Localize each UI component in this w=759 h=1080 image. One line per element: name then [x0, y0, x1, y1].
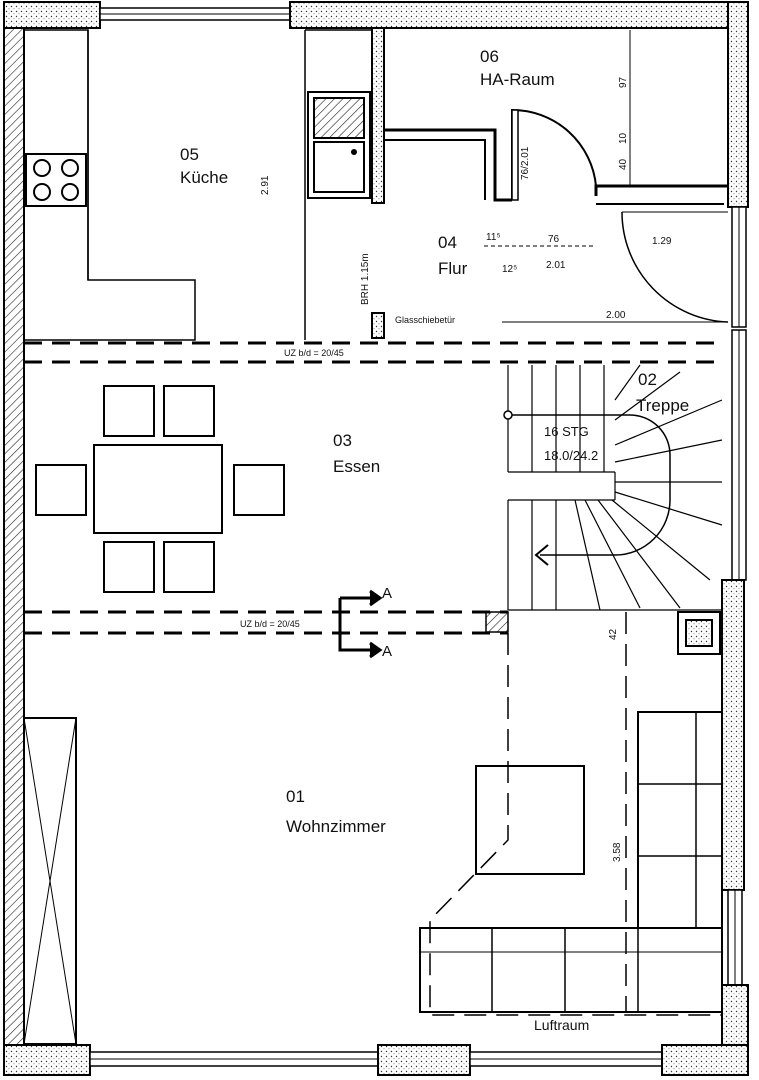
interior-walls — [371, 27, 729, 339]
stove-icon — [25, 153, 87, 207]
stair-ratio-label: 18.0/24.2 — [544, 448, 598, 463]
dim-ha-97: 97 — [618, 76, 629, 88]
dim-kitchen-height: 2.91 — [260, 175, 271, 195]
sink-icon — [307, 91, 371, 199]
chimney — [677, 611, 721, 655]
sofa — [419, 711, 723, 1013]
dim-living-42: 42 — [608, 628, 619, 640]
kitchen-fixtures — [23, 28, 372, 341]
uz-top-label: UZ b/d = 20/45 — [284, 348, 344, 358]
room-03-name: Essen — [333, 457, 380, 476]
dimension-lines — [484, 30, 728, 323]
dining-table — [93, 444, 223, 534]
dim-flur-201: 2.01 — [546, 260, 566, 271]
dim-flur-129: 1.29 — [652, 236, 672, 247]
room-01-name: Wohnzimmer — [286, 817, 386, 836]
luftraum-label: Luftraum — [534, 1017, 589, 1033]
glasschiebetur-label: Glasschiebetür — [395, 315, 455, 325]
room-04-number: 04 — [438, 233, 457, 252]
room-01-number: 01 — [286, 787, 305, 806]
dim-flur-11: 11⁵ — [486, 232, 501, 243]
room-02-name: Treppe — [636, 396, 689, 415]
dim-flur-200: 2.00 — [606, 310, 626, 321]
shelf-unit — [23, 717, 77, 1045]
room-05-number: 05 — [180, 145, 199, 164]
stair-steps-label: 16 STG — [544, 424, 589, 439]
section-a-top: A — [382, 585, 392, 602]
uz-mid-label: UZ b/d = 20/45 — [240, 619, 300, 629]
dim-ha-40: 40 — [618, 158, 629, 170]
brh-label: BRH 1.15m — [360, 253, 371, 305]
staircase — [485, 364, 723, 633]
dim-ha-10: 10 — [618, 132, 629, 144]
dim-flur-12: 12⁵ — [502, 264, 517, 275]
section-marker — [338, 589, 383, 659]
dim-living-358: 3.58 — [612, 842, 623, 862]
room-05-name: Küche — [180, 168, 228, 187]
beam-lines — [24, 341, 722, 635]
dining-chairs — [35, 385, 285, 593]
luftraum-outline — [429, 612, 722, 1016]
room-02-number: 02 — [638, 370, 657, 389]
coffee-table — [475, 765, 585, 875]
room-03-number: 03 — [333, 431, 352, 450]
room-06-name: HA-Raum — [480, 70, 555, 89]
section-a-bottom: A — [382, 643, 392, 660]
room-04-name: Flur — [438, 259, 468, 278]
room-06-number: 06 — [480, 47, 499, 66]
dim-flur-76: 76 — [548, 234, 560, 245]
outer-walls — [3, 1, 749, 1076]
dim-door-76: 76/2.01 — [520, 146, 531, 180]
